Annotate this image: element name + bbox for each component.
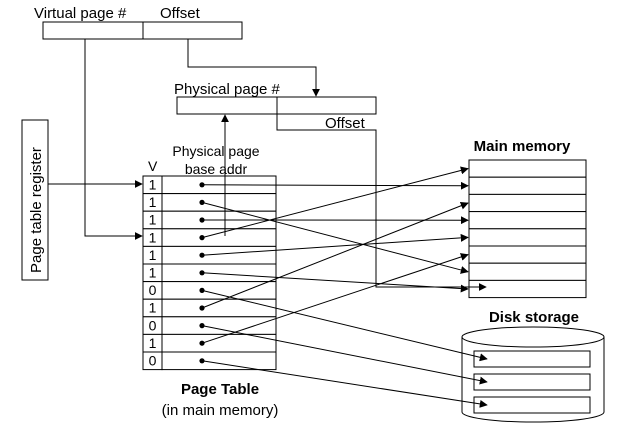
entry-to-memory-arrow [201,233,469,256]
address-routing [84,39,487,291]
virtual-page-number-field [42,21,144,40]
physical-address-to-memory-arrow [276,114,487,291]
memory-frame [468,228,587,247]
main-memory-title: Main memory [474,138,571,155]
disk-block [473,396,591,414]
main-memory: Main memory [468,138,587,299]
entry-to-memory-arrow [201,253,469,344]
page-table-entry: 1 [142,193,277,212]
page-table-register-label: Page table register [28,147,45,273]
valid-bit: 0 [149,317,157,333]
memory-frame [468,176,587,195]
valid-bit: 0 [149,282,157,298]
page-table-entry: 0 [142,351,277,371]
physical-offset-field [276,96,377,115]
base-addr-cell [161,245,277,265]
valid-bit: 0 [149,353,157,369]
base-addr-header-line-2: base addr [185,161,248,177]
page-table-register-box [21,119,49,281]
entry-to-memory-arrow [201,166,469,239]
physical-page-number-label: Physical page # [174,81,281,98]
page-table-entry: 0 [142,316,277,335]
base-addr-cell [161,193,277,212]
main-memory-frames [468,159,587,299]
valid-bit: 1 [149,212,157,228]
physical-offset-label: Offset [325,115,366,132]
page-table-entry: 1 [142,228,277,247]
base-addr-cell [161,228,277,247]
base-addr-cell [161,263,277,283]
page-table-register: Page table register [21,119,143,281]
page-table-entry: 1 [142,263,277,283]
entry-to-memory-arrow [201,201,469,274]
base-addr-cell [161,298,277,318]
base-addr-header-line-1: Physical page [172,143,259,159]
valid-bit: 1 [149,265,157,281]
physical-address: Physical page # Offset [174,81,377,132]
entry-pointer-dot [199,182,205,188]
valid-bit-header: V [148,158,158,174]
virtual-address: Virtual page # Offset [34,5,243,40]
page-table-entry: 0 [142,281,277,300]
valid-bit: 1 [149,247,157,263]
valid-bit: 1 [149,229,157,245]
base-addr-cell [161,351,277,371]
memory-frame [468,262,587,281]
page-table-title: Page Table [181,381,259,398]
virtual-offset-field [142,21,243,40]
page-table-entry: 1 [142,245,277,265]
valid-bit: 1 [149,300,157,316]
disk-storage-title: Disk storage [489,309,579,326]
entry-to-memory-arrow [201,201,469,309]
page-table-entry: 1 [142,298,277,318]
memory-frame [468,279,587,299]
entry-to-disk-arrow [201,289,488,362]
disk-block [473,373,591,391]
physical-page-number-field [176,96,278,115]
entry-to-disk-arrow [201,360,488,408]
base-addr-cell [161,281,277,300]
valid-bit: 1 [149,177,157,193]
memory-frame [468,245,587,264]
valid-bit: 1 [149,335,157,351]
disk-cylinder-top [461,326,605,348]
base-addr-cell [161,316,277,335]
entry-to-disk-arrow [201,325,488,385]
disk-block [473,350,591,368]
memory-frame [468,159,587,178]
entry-to-memory-arrow [201,272,469,293]
mapping-arrows [201,166,488,408]
virtual-offset-label: Offset [160,5,201,22]
virtual-page-number-label: Virtual page # [34,5,127,22]
vpn-index-arrow [84,39,143,240]
entry-to-memory-arrow [201,181,469,190]
disk-storage: Disk storage [461,309,605,423]
memory-frame [468,193,587,213]
valid-bit: 1 [149,194,157,210]
memory-frame [468,211,587,230]
page-table-subtitle: (in main memory) [162,402,279,419]
offset-copy-arrow [187,39,320,97]
page-table-entry: 1 [142,333,277,353]
